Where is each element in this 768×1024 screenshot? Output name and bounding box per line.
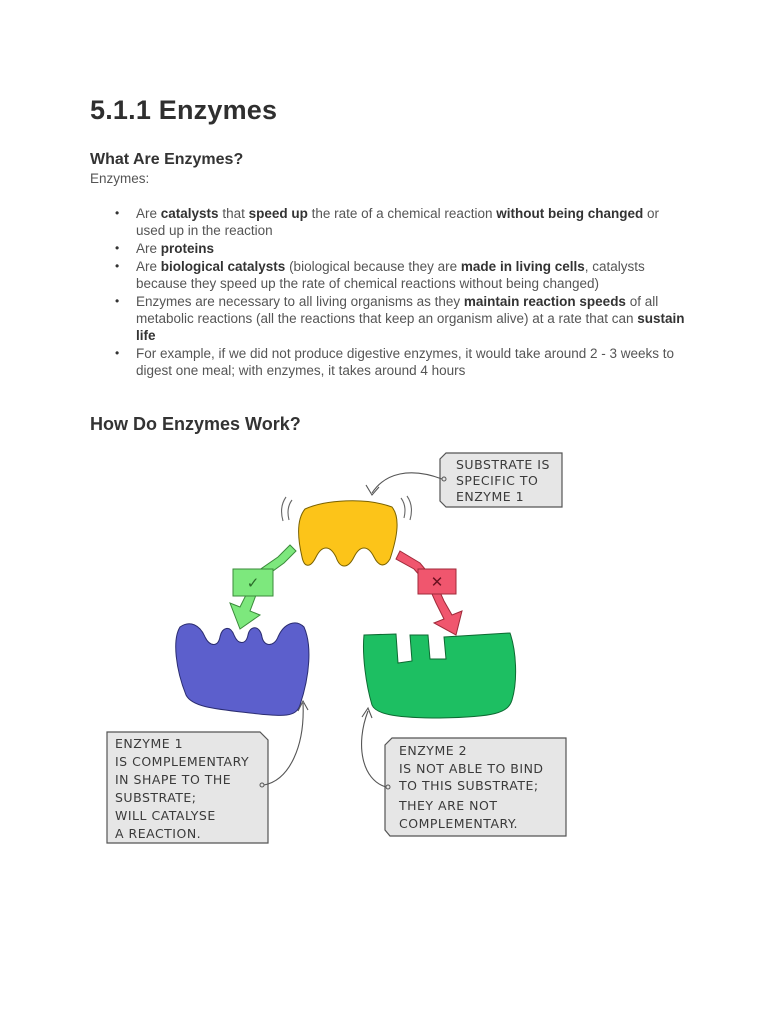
bullet-list: Are catalysts that speed up the rate of … bbox=[112, 205, 687, 380]
section-heading-what-are-enzymes: What Are Enzymes? bbox=[90, 151, 244, 168]
tick-icon: ✓ bbox=[247, 574, 260, 592]
label-substrate: SUBSTRATE IS SPECIFIC TO ENZYME 1 bbox=[439, 452, 563, 508]
label-enzyme-2-line: COMPLEMENTARY. bbox=[399, 816, 518, 831]
bullet-item: Are biological catalysts (biological bec… bbox=[112, 258, 687, 292]
bullet-item: Are catalysts that speed up the rate of … bbox=[112, 205, 687, 239]
label-enzyme-2-line: TO THIS SUBSTRATE; bbox=[398, 778, 539, 793]
label-enzyme-1-line: IS COMPLEMENTARY bbox=[115, 754, 249, 769]
label-enzyme-1-line: WILL CATALYSE bbox=[115, 808, 216, 823]
intro-text: Enzymes: bbox=[90, 171, 150, 186]
label-enzyme-2-line: THEY ARE NOT bbox=[398, 798, 497, 813]
substrate-shape bbox=[298, 500, 398, 567]
enzyme-1-shape bbox=[175, 622, 310, 716]
label-enzyme-2-line: IS NOT ABLE TO BIND bbox=[399, 761, 544, 776]
bullet-item: Are proteins bbox=[112, 240, 687, 257]
label-enzyme-1-line: A REACTION. bbox=[115, 826, 201, 841]
enzyme-diagram: SUBSTRATE IS SPECIFIC TO ENZYME 1 ✓ ✕ bbox=[100, 445, 580, 855]
cross-icon: ✕ bbox=[431, 573, 444, 591]
tick-box bbox=[232, 568, 274, 597]
label-enzyme-2: ENZYME 2 IS NOT ABLE TO BIND TO THIS SUB… bbox=[384, 737, 567, 837]
cross-box bbox=[417, 568, 457, 595]
label-enzyme-1-line: ENZYME 1 bbox=[115, 736, 183, 751]
page-title: 5.1.1 Enzymes bbox=[90, 95, 278, 125]
label-substrate-line: SUBSTRATE IS bbox=[456, 457, 550, 472]
label-enzyme-2-line: ENZYME 2 bbox=[399, 743, 467, 758]
pointer-arrow bbox=[371, 472, 443, 494]
bullet-item: For example, if we did not produce diges… bbox=[112, 345, 687, 379]
label-enzyme-1-line: IN SHAPE TO THE bbox=[115, 772, 231, 787]
bullet-item: Enzymes are necessary to all living orga… bbox=[112, 293, 687, 344]
enzyme-2-shape bbox=[363, 632, 517, 719]
label-substrate-line: SPECIFIC TO bbox=[456, 473, 538, 488]
label-enzyme-1: ENZYME 1 IS COMPLEMENTARY IN SHAPE TO TH… bbox=[106, 731, 269, 844]
section-heading-how-enzymes-work: How Do Enzymes Work? bbox=[90, 414, 301, 434]
label-substrate-line: ENZYME 1 bbox=[456, 489, 524, 504]
label-enzyme-1-line: SUBSTRATE; bbox=[115, 790, 197, 805]
